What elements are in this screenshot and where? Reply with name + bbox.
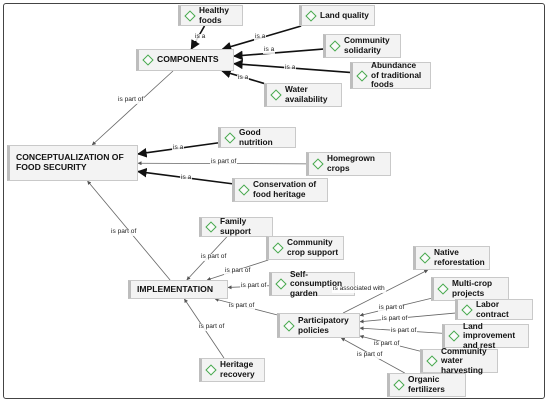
- node-label: Land quality: [320, 9, 369, 20]
- concept-icon: [461, 303, 473, 316]
- node-family-support[interactable]: Family support: [199, 217, 273, 237]
- concept-icon: [426, 355, 438, 367]
- edge-label: is part of: [356, 351, 384, 359]
- edge-label: is part of: [200, 253, 228, 261]
- node-labor-contract[interactable]: Labor contract: [455, 299, 533, 320]
- edge-label: is a: [237, 74, 250, 82]
- node-label: Participatory policies: [298, 314, 349, 335]
- edge-label: is part of: [117, 96, 145, 104]
- concept-icon: [275, 278, 287, 290]
- node-label: Abundance of traditional foods: [371, 60, 422, 90]
- node-conceptualization-of-food-security[interactable]: CONCEPTUALIZATION OF FOOD SECURITY: [7, 145, 138, 181]
- edge-label: is associated with: [332, 285, 386, 293]
- node-conservation-of-food-heritage[interactable]: Conservation of food heritage: [232, 178, 328, 202]
- edge-label: is a: [172, 144, 185, 152]
- node-label: IMPLEMENTATION: [137, 283, 214, 294]
- edge-label: is a: [180, 174, 193, 182]
- node-label: Water availability: [285, 84, 328, 104]
- edge-label: is part of: [110, 228, 138, 236]
- concept-icon: [142, 54, 154, 66]
- node-good-nutrition[interactable]: Good nutrition: [218, 127, 296, 148]
- node-label: Homegrown crops: [327, 153, 375, 173]
- edge-label: is part of: [210, 158, 238, 166]
- concept-icon: [205, 364, 217, 376]
- node-native-reforestation[interactable]: Native reforestation: [413, 246, 490, 270]
- edge-label: is part of: [390, 327, 418, 335]
- concept-icon: [270, 89, 282, 101]
- node-water-availability[interactable]: Water availability: [264, 83, 342, 107]
- concept-icon: [393, 379, 405, 391]
- concept-icon: [224, 131, 236, 144]
- node-participatory-policies[interactable]: Participatory policies: [277, 313, 360, 338]
- node-label: Community crop support: [287, 237, 339, 257]
- node-abundance-of-traditional-foods[interactable]: Abundance of traditional foods: [350, 60, 431, 90]
- node-land-improvement-and-rest[interactable]: Land improvement and rest: [442, 320, 529, 350]
- concept-icon: [238, 184, 250, 196]
- node-label: Healthy foods: [199, 4, 229, 25]
- concept-icon: [329, 40, 341, 52]
- node-multi-crop-projects[interactable]: Multi-crop projects: [431, 277, 509, 301]
- edge-label: is part of: [373, 340, 401, 348]
- node-implementation[interactable]: IMPLEMENTATION: [128, 280, 228, 299]
- edge-label: is part of: [378, 304, 406, 312]
- node-community-water-harvesting[interactable]: Community water harvesting: [420, 345, 498, 375]
- concept-icon: [437, 283, 449, 295]
- edge-label: is part of: [224, 267, 252, 275]
- node-land-quality[interactable]: Land quality: [299, 5, 375, 26]
- node-label: Land improvement and rest: [463, 320, 516, 350]
- node-community-crop-support[interactable]: Community crop support: [266, 236, 344, 260]
- node-label: Family support: [220, 216, 251, 236]
- diagram-frame: [3, 3, 545, 399]
- node-label: Self-consumption garden: [290, 268, 343, 298]
- edge-label: is a: [284, 64, 297, 72]
- concept-icon: [419, 252, 431, 264]
- concept-icon: [205, 221, 217, 233]
- node-label: Community solidarity: [344, 35, 390, 55]
- node-label: Conservation of food heritage: [253, 179, 317, 199]
- concept-icon: [272, 242, 284, 254]
- concept-icon: [184, 9, 196, 22]
- node-homegrown-crops[interactable]: Homegrown crops: [306, 152, 391, 176]
- node-label: Good nutrition: [239, 126, 273, 147]
- edge-community_solidarity-to-components: [233, 48, 324, 61]
- node-label: Native reforestation: [434, 247, 485, 267]
- node-label: COMPONENTS: [157, 54, 219, 65]
- edge-label: is part of: [240, 282, 268, 290]
- node-organic-fertilizers[interactable]: Organic fertilizers: [387, 373, 466, 397]
- edge-label: is a: [254, 33, 267, 41]
- node-label: Community water harvesting: [441, 345, 487, 375]
- edge-label: is part of: [381, 315, 409, 323]
- concept-icon: [356, 69, 368, 82]
- node-label: Heritage recovery: [220, 359, 255, 379]
- node-label: CONCEPTUALIZATION OF FOOD SECURITY: [16, 152, 124, 172]
- concept-icon: [448, 330, 460, 342]
- concept-icon: [305, 9, 317, 22]
- node-label: Labor contract: [476, 298, 509, 319]
- node-label: Multi-crop projects: [452, 278, 493, 298]
- node-self-consumption-garden[interactable]: Self-consumption garden: [269, 268, 355, 298]
- node-community-solidarity[interactable]: Community solidarity: [323, 34, 401, 58]
- concept-icon: [283, 319, 295, 332]
- concept-icon: [312, 158, 324, 170]
- edge-label: is a: [263, 46, 276, 54]
- node-heritage-recovery[interactable]: Heritage recovery: [199, 358, 265, 382]
- edge-label: is a: [194, 33, 207, 41]
- edge-label: is part of: [228, 302, 256, 310]
- edge-label: is part of: [198, 323, 226, 331]
- edge-components-to-conceptualization: [91, 70, 174, 146]
- node-components[interactable]: COMPONENTS: [136, 49, 234, 71]
- node-label: Organic fertilizers: [408, 374, 445, 394]
- node-healthy-foods[interactable]: Healthy foods: [178, 5, 243, 26]
